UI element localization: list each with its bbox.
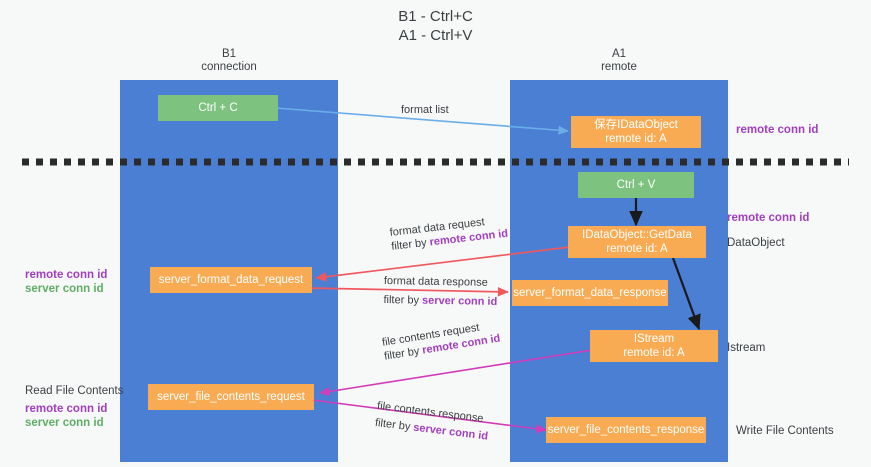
box-idataobject-getdata[interactable]: IDataObject::GetData remote id: A xyxy=(568,226,706,258)
right-label-remote-conn-id-mid: remote conn id xyxy=(727,212,810,224)
box-server-file-contents-response[interactable]: server_file_contents_response xyxy=(546,417,706,443)
column-header-b1: B1 connection xyxy=(201,48,257,73)
box-ctrl-v[interactable]: Ctrl + V xyxy=(578,172,694,198)
box-server-format-data-request[interactable]: server_format_data_request xyxy=(150,267,312,293)
column-header-a1: A1 remote xyxy=(601,48,637,73)
right-label-dataobject: DataObject xyxy=(727,237,785,249)
arrow-label-format-list-text: format list xyxy=(401,104,449,116)
arrow-label-format-data-response: format data response filter by server co… xyxy=(383,274,497,309)
right-label-remote-conn-id-top: remote conn id xyxy=(736,124,819,136)
arrow-label-file-contents-response: file contents response filter by server … xyxy=(374,399,491,444)
left-label-remote-conn-id-bot: remote conn id xyxy=(25,403,108,415)
right-label-istream: Istream xyxy=(727,342,766,354)
page-title: B1 - Ctrl+C A1 - Ctrl+V xyxy=(398,8,473,44)
box-istream[interactable]: IStream remote id: A xyxy=(590,330,718,362)
box-ctrl-c[interactable]: Ctrl + C xyxy=(158,95,278,121)
filter-key-server-conn-id: server conn id xyxy=(421,294,498,308)
left-label-remote-conn-id-mid: remote conn id xyxy=(25,269,108,281)
arrow-label-file-contents-request: file contents request filter by remote c… xyxy=(381,318,501,364)
filter-prefix: filter by xyxy=(383,293,423,307)
box-save-idataobject[interactable]: 保存IDataObject remote id: A xyxy=(571,116,701,148)
box-server-format-data-response[interactable]: server_format_data_response xyxy=(512,280,668,306)
arrow-label-format-data-request: format data request filter by remote con… xyxy=(389,213,509,254)
arrow-label-format-data-response-line1: format data response xyxy=(383,274,488,289)
filter-prefix: filter by xyxy=(374,416,415,434)
arrow-label-format-data-response-line2: filter by server conn id xyxy=(383,293,497,309)
left-label-server-conn-id-bot: server conn id xyxy=(25,417,104,429)
arrow-label-format-list: format list xyxy=(401,103,449,117)
box-server-file-contents-request[interactable]: server_file_contents_request xyxy=(148,384,314,410)
right-label-write-file-contents: Write File Contents xyxy=(736,425,834,437)
left-label-read-file-contents: Read File Contents xyxy=(25,385,124,397)
left-label-server-conn-id-mid: server conn id xyxy=(25,283,104,295)
filter-prefix: filter by xyxy=(390,236,431,253)
